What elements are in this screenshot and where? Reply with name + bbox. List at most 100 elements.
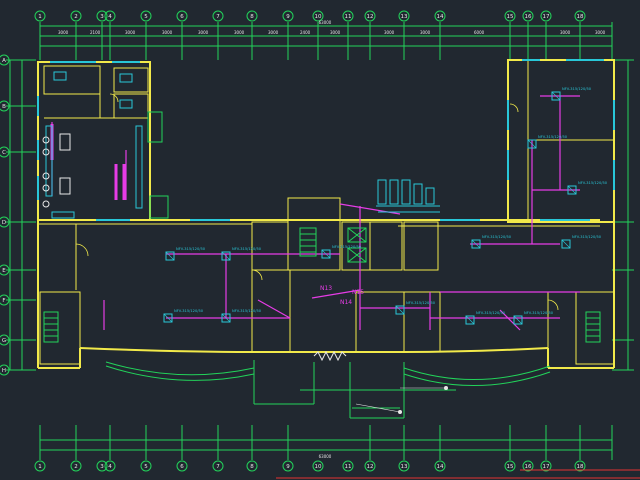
axis-bubble-bottom-11-circle — [342, 460, 354, 472]
axis-bubble-bottom-14-label: 14 — [437, 464, 444, 470]
axis-bubble-top-2-label: 2 — [74, 14, 78, 20]
axis-bubble-top-8-label: 8 — [250, 14, 254, 20]
axis-bubble-bottom-11-label: 11 — [345, 464, 352, 470]
fan-coil-unit-box — [465, 315, 475, 325]
axis-bubble-top-11-label: 11 — [345, 14, 352, 20]
left-wing-furniture — [42, 133, 71, 208]
axis-bubble-top-14-circle — [434, 10, 446, 22]
fan-coil-unit-label: NFV-315/120/50 — [562, 87, 592, 91]
axis-bubble-top-5-label: 5 — [144, 14, 148, 20]
fan-coil-unit: NFV-315/120/50 — [321, 245, 362, 259]
fan-coil-unit-box — [221, 251, 231, 261]
axis-bubble-bottom-14: 14 — [434, 460, 446, 472]
axis-bubble-top-1: 1 — [34, 10, 46, 22]
axis-bubble-top-3-circle — [96, 10, 108, 22]
fan-coil-unit: NFV-315/120/50 — [561, 235, 602, 249]
axis-bubble-bottom-6: 6 — [176, 460, 188, 472]
fan-coil-unit: NFV-315/120/50 — [471, 235, 512, 249]
windows — [37, 59, 615, 221]
left-wing-grilles — [50, 124, 126, 200]
axis-bubble-top-8-circle — [246, 10, 258, 22]
axis-bubble-bottom-10-label: 10 — [315, 464, 322, 470]
fan-coil-unit-label: NFV-315/120/50 — [538, 135, 568, 139]
fan-coil-unit-box — [551, 91, 561, 101]
axis-bubble-bottom-17: 17 — [540, 460, 552, 472]
axis-bubble-bottom-13: 13 — [398, 460, 410, 472]
svg-text:3000: 3000 — [420, 30, 431, 35]
axis-bubble-top-9-circle — [282, 10, 294, 22]
fan-coil-unit-box — [321, 249, 331, 259]
fan-coil-unit-box — [163, 313, 173, 323]
axis-bubble-bottom-13-circle — [398, 460, 410, 472]
fan-coil-unit-label: NFV-315/120/50 — [232, 247, 262, 251]
axis-bubble-bottom-15: 15 — [504, 460, 516, 472]
svg-text:3000: 3000 — [595, 30, 606, 35]
duct-label-n13: N13 — [320, 285, 332, 292]
axis-bubble-bottom-13-label: 13 — [401, 464, 408, 470]
axis-bubble-bottom-16: 16 — [522, 460, 534, 472]
svg-text:6000: 6000 — [474, 30, 485, 35]
axis-bubble-left-D-circle — [0, 216, 10, 228]
axis-bubble-left-D: D — [0, 216, 10, 228]
top-total-dimension: 63000 — [319, 20, 332, 25]
fan-coil-unit-cross — [561, 239, 571, 249]
axis-bubble-bottom-10-circle — [312, 460, 324, 472]
axis-bubble-top-9: 9 — [282, 10, 294, 22]
axis-bubble-left-D-label: D — [2, 220, 6, 226]
fan-coil-unit-box — [527, 139, 537, 149]
axis-bubble-bottom-7-label: 7 — [216, 464, 220, 470]
fan-coil-unit-label: NFV-315/120/50 — [524, 311, 554, 315]
axis-bubble-top-18: 18 — [574, 10, 586, 22]
axis-bubble-left-H: H — [0, 364, 10, 376]
fan-coil-unit-cross — [395, 305, 405, 315]
axis-bubble-bottom-14-circle — [434, 460, 446, 472]
axis-bubble-top-6-circle — [176, 10, 188, 22]
fan-coil-unit-cross — [165, 251, 175, 261]
svg-text:3000: 3000 — [162, 30, 173, 35]
fan-coil-unit: NFV-315/120/50 — [527, 135, 568, 149]
axis-bubble-bottom-2-label: 2 — [74, 464, 78, 470]
fan-coil-unit: NFV-315/120/50 — [567, 181, 608, 195]
svg-text:3000: 3000 — [384, 30, 395, 35]
axis-bubble-top-18-label: 18 — [577, 14, 584, 20]
fan-coil-unit-cross — [471, 239, 481, 249]
axis-bubble-bottom-8: 8 — [246, 460, 258, 472]
axis-bubble-bottom-12-circle — [364, 460, 376, 472]
fan-coil-unit-label: NFV-315/120/50 — [406, 301, 436, 305]
axis-bubble-top-4-circle — [104, 10, 116, 22]
axis-bubble-top-10-label: 10 — [315, 14, 322, 20]
svg-text:3000: 3000 — [198, 30, 209, 35]
sheet-frame — [276, 469, 640, 479]
fan-coil-unit: NFV-315/120/50 — [551, 87, 592, 101]
axis-bubble-top-15-circle — [504, 10, 516, 22]
fan-coil-unit: NFV-315/120/50 — [165, 247, 206, 261]
axis-bubble-bottom-15-label: 15 — [507, 464, 514, 470]
axis-bubble-bottom-4-circle — [104, 460, 116, 472]
axis-bubble-left-C: C — [0, 146, 10, 158]
axis-bubble-left-A-circle — [0, 54, 10, 66]
center-equipment-cluster — [376, 179, 440, 213]
axis-bubble-left-G-circle — [0, 334, 10, 346]
axis-bubble-top-6: 6 — [176, 10, 188, 22]
axis-bubble-top-4-label: 4 — [108, 14, 112, 20]
axis-bubble-bottom-9: 9 — [282, 460, 294, 472]
axis-bubble-top-1-circle — [34, 10, 46, 22]
axis-bubble-bottom-3-label: 3 — [100, 464, 104, 470]
fan-coil-unit-box — [513, 315, 523, 325]
axis-bubble-left-F-circle — [0, 294, 10, 306]
axis-bubble-bottom-11: 11 — [342, 460, 354, 472]
axis-bubble-top-4: 4 — [104, 10, 116, 22]
fan-coil-unit: NFV-315/120/50 — [513, 311, 554, 325]
axis-bubble-bottom-15-circle — [504, 460, 516, 472]
axis-bubble-top-2-circle — [70, 10, 82, 22]
axis-bubble-top-11-circle — [342, 10, 354, 22]
duct-label-n14: N14 — [340, 299, 352, 306]
entrance-outline — [105, 111, 551, 419]
svg-text:3000: 3000 — [58, 30, 69, 35]
axis-bubble-bottom-1-circle — [34, 460, 46, 472]
axis-bubble-bottom-16-circle — [522, 460, 534, 472]
axis-bubble-top-13: 13 — [398, 10, 410, 22]
axis-bubble-top-15: 15 — [504, 10, 516, 22]
